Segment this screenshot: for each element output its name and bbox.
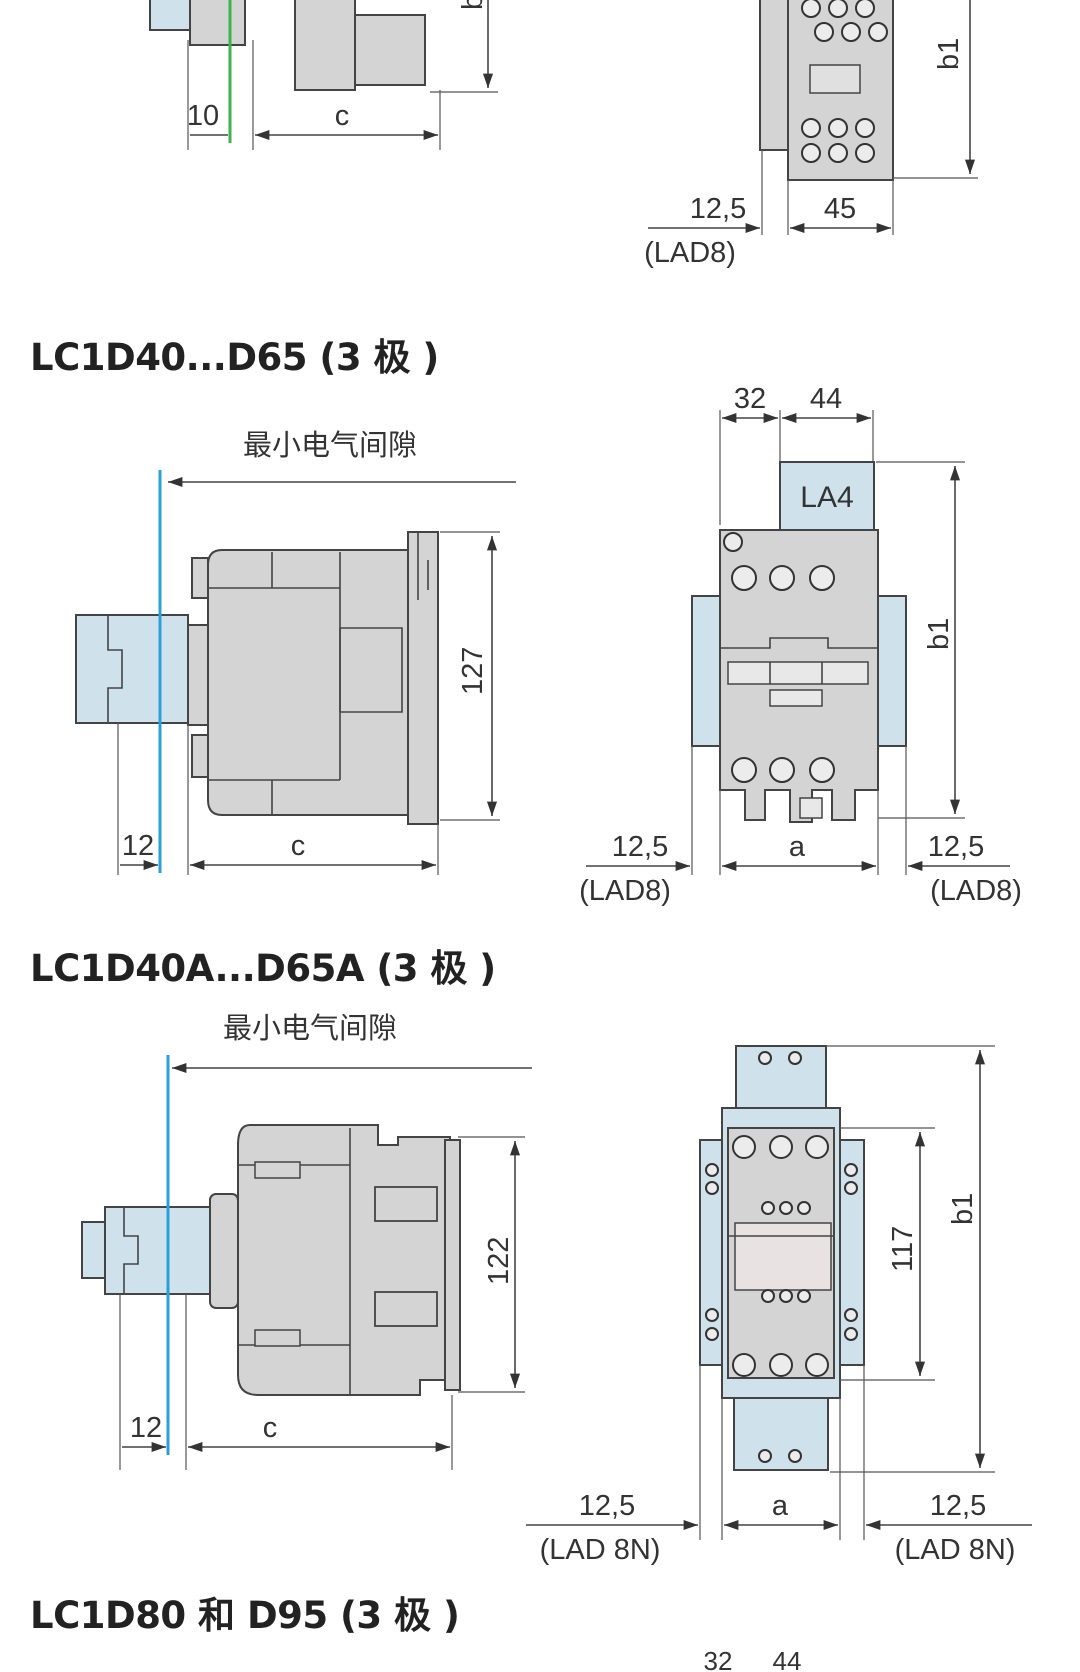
section3-side-view: 最小电气间隙 12 c 122 — [81, 1011, 532, 1470]
dim-width: a — [772, 1490, 789, 1522]
section2-side-view: 最小电气间隙 12 c 127 — [75, 428, 516, 875]
dim-right: 12,5 — [930, 1490, 986, 1522]
dim-height: 127 — [457, 647, 489, 695]
dim-left-note: (LAD 8N) — [540, 1534, 661, 1566]
dim-top-left: 32 — [734, 383, 766, 415]
lad8-left — [691, 595, 721, 747]
clearance-label: 最小电气间隙 — [243, 428, 417, 462]
la4-module — [779, 461, 875, 531]
din-rail-clip — [407, 531, 439, 825]
dim-top-right: 44 — [810, 383, 842, 415]
mounting-rail — [354, 14, 426, 86]
accessory-block — [104, 1206, 211, 1295]
dim-side-note: (LAD8) — [644, 237, 736, 269]
dim-top-right: 44 — [773, 1646, 802, 1672]
section2-front-view: 32 44 LA4 b1 12,5 (LAD8) a 12,5 (LAD8) — [579, 383, 1022, 907]
dim-right: 12,5 — [928, 831, 984, 863]
contactor-body-rear — [294, 0, 356, 91]
contactor-body — [207, 549, 409, 816]
section1-side-view: 10 c b — [149, 0, 498, 150]
adapter — [209, 1193, 239, 1309]
section1-front-view: b1 12,5 (LAD8) 45 — [644, 0, 978, 269]
dim-gap: 12 — [130, 1412, 162, 1444]
dim-right-note: (LAD 8N) — [895, 1534, 1016, 1566]
section4-heading: LC1D80 和 D95 (3 极 ) — [30, 1594, 460, 1637]
section3-heading: LC1D40A...D65A (3 极 ) — [30, 947, 496, 990]
top-accessory — [735, 1045, 827, 1111]
section4-front-view: 32 44 — [704, 1646, 802, 1672]
dim-height-b1: b1 — [933, 38, 965, 70]
dim-left: 12,5 — [612, 831, 668, 863]
dim-top-left: 32 — [704, 1646, 733, 1672]
dim-depth: c — [335, 100, 350, 132]
dim-side: 12,5 — [690, 193, 746, 225]
dim-depth: c — [263, 1412, 278, 1444]
dim-width: 45 — [824, 193, 856, 225]
dim-height: 122 — [483, 1237, 515, 1285]
accessory-block — [75, 614, 189, 724]
dim-width: a — [789, 831, 806, 863]
adapter — [187, 624, 211, 726]
dim-depth: c — [291, 830, 306, 862]
lad8-right — [877, 595, 907, 747]
dim-height-b1: b1 — [923, 618, 955, 650]
bottom-accessory — [733, 1397, 829, 1471]
dim-left: 12,5 — [579, 1490, 635, 1522]
dim-right-note: (LAD8) — [930, 875, 1022, 907]
dim-gap: 12 — [122, 830, 154, 862]
dim-left-note: (LAD8) — [579, 875, 671, 907]
dim-height: b — [457, 0, 489, 10]
dim-gap: 10 — [187, 100, 219, 132]
section2-heading: LC1D40...D65 (3 极 ) — [30, 336, 439, 379]
accessory-block — [149, 0, 191, 31]
la4-label: LA4 — [800, 481, 853, 514]
side-module — [759, 0, 789, 151]
dim-inner-height: 117 — [887, 1226, 919, 1272]
dim-height-b1: b1 — [947, 1193, 979, 1225]
din-rail-clip — [444, 1139, 461, 1391]
section3-front-view: 117 b1 12,5 (LAD 8N) a 12,5 (LAD 8N) — [526, 1045, 1032, 1566]
clearance-label: 最小电气间隙 — [223, 1011, 397, 1045]
contactor-body — [189, 0, 246, 46]
